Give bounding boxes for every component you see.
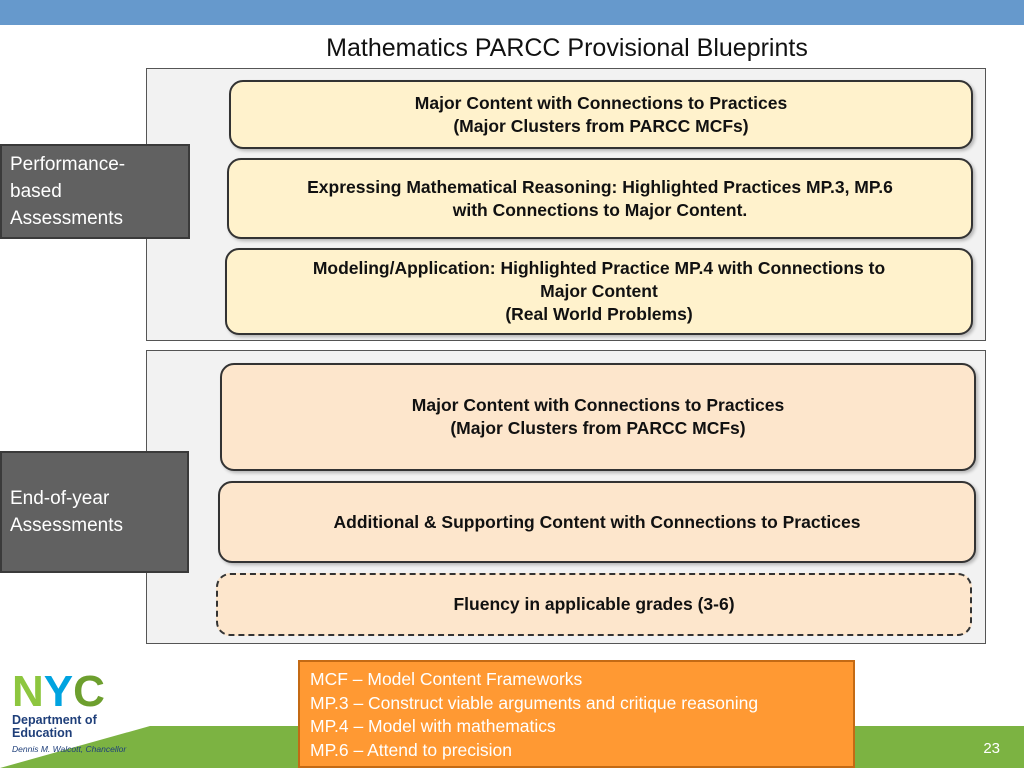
box-line: Additional & Supporting Content with Con…	[333, 511, 861, 532]
eoy-box-fluency: Fluency in applicable grades (3-6)	[216, 573, 972, 636]
box-line: (Major Clusters from PARCC MCFs)	[453, 115, 749, 136]
pba-box-modeling-application: Modeling/Application: Highlighted Practi…	[225, 248, 973, 335]
box-line: with Connections to Major Content.	[452, 199, 748, 220]
top-accent-bar	[0, 0, 1024, 25]
legend-line-mp6: MP.6 – Attend to precision	[310, 739, 513, 760]
box-line: Major Content with Connections to Practi…	[411, 395, 785, 415]
nyc-logo-icon: N Y C	[12, 667, 152, 716]
legend-line-mcf: MCF – Model Content Frameworks	[310, 669, 583, 689]
legend-line-mp4: MP.4 – Model with mathematics	[310, 716, 556, 736]
label-line: Assessments	[10, 515, 123, 536]
label-line: Assessments	[10, 208, 123, 229]
eoy-box-additional-supporting: Additional & Supporting Content with Con…	[218, 481, 976, 563]
logo-department: Department of Education	[12, 714, 152, 740]
label-line: Performance-	[10, 154, 126, 175]
nyc-doe-logo: N Y C Department of Education Dennis M. …	[12, 667, 152, 762]
logo-dept-line: Department of	[12, 713, 97, 727]
box-line: Fluency in applicable grades (3-6)	[453, 594, 735, 614]
logo-dept-line: Education	[12, 726, 73, 740]
abbreviation-legend: MCF – Model Content Frameworks MP.3 – Co…	[298, 660, 855, 768]
logo-letter-y: Y	[43, 667, 73, 716]
performance-based-label: Performance- based Assessments	[0, 144, 190, 239]
end-of-year-label: End-of-year Assessments	[0, 451, 189, 573]
logo-letter-c: C	[73, 667, 105, 716]
slide-title: Mathematics PARCC Provisional Blueprints	[326, 34, 808, 62]
eoy-box-major-content: Major Content with Connections to Practi…	[220, 363, 976, 471]
pba-box-major-content: Major Content with Connections to Practi…	[229, 80, 973, 149]
legend-line-mp3: MP.3 – Construct viable arguments and cr…	[310, 692, 759, 713]
box-line: Modeling/Application: Highlighted Practi…	[312, 258, 886, 278]
pba-box-expressing-reasoning: Expressing Mathematical Reasoning: Highl…	[227, 158, 973, 239]
box-line: (Major Clusters from PARCC MCFs)	[450, 418, 746, 438]
box-line: Expressing Mathematical Reasoning: Highl…	[307, 176, 893, 197]
page-number: 23	[983, 740, 1000, 757]
logo-letter-n: N	[12, 667, 44, 716]
label-line: based	[10, 181, 62, 202]
band-slope	[0, 726, 150, 768]
box-line: (Real World Problems)	[505, 304, 693, 324]
box-line: Major Content	[540, 281, 658, 301]
logo-chancellor: Dennis M. Walcott, Chancellor	[12, 744, 127, 754]
label-line: End-of-year	[10, 488, 110, 509]
box-line: Major Content with Connections to Practi…	[414, 92, 788, 113]
